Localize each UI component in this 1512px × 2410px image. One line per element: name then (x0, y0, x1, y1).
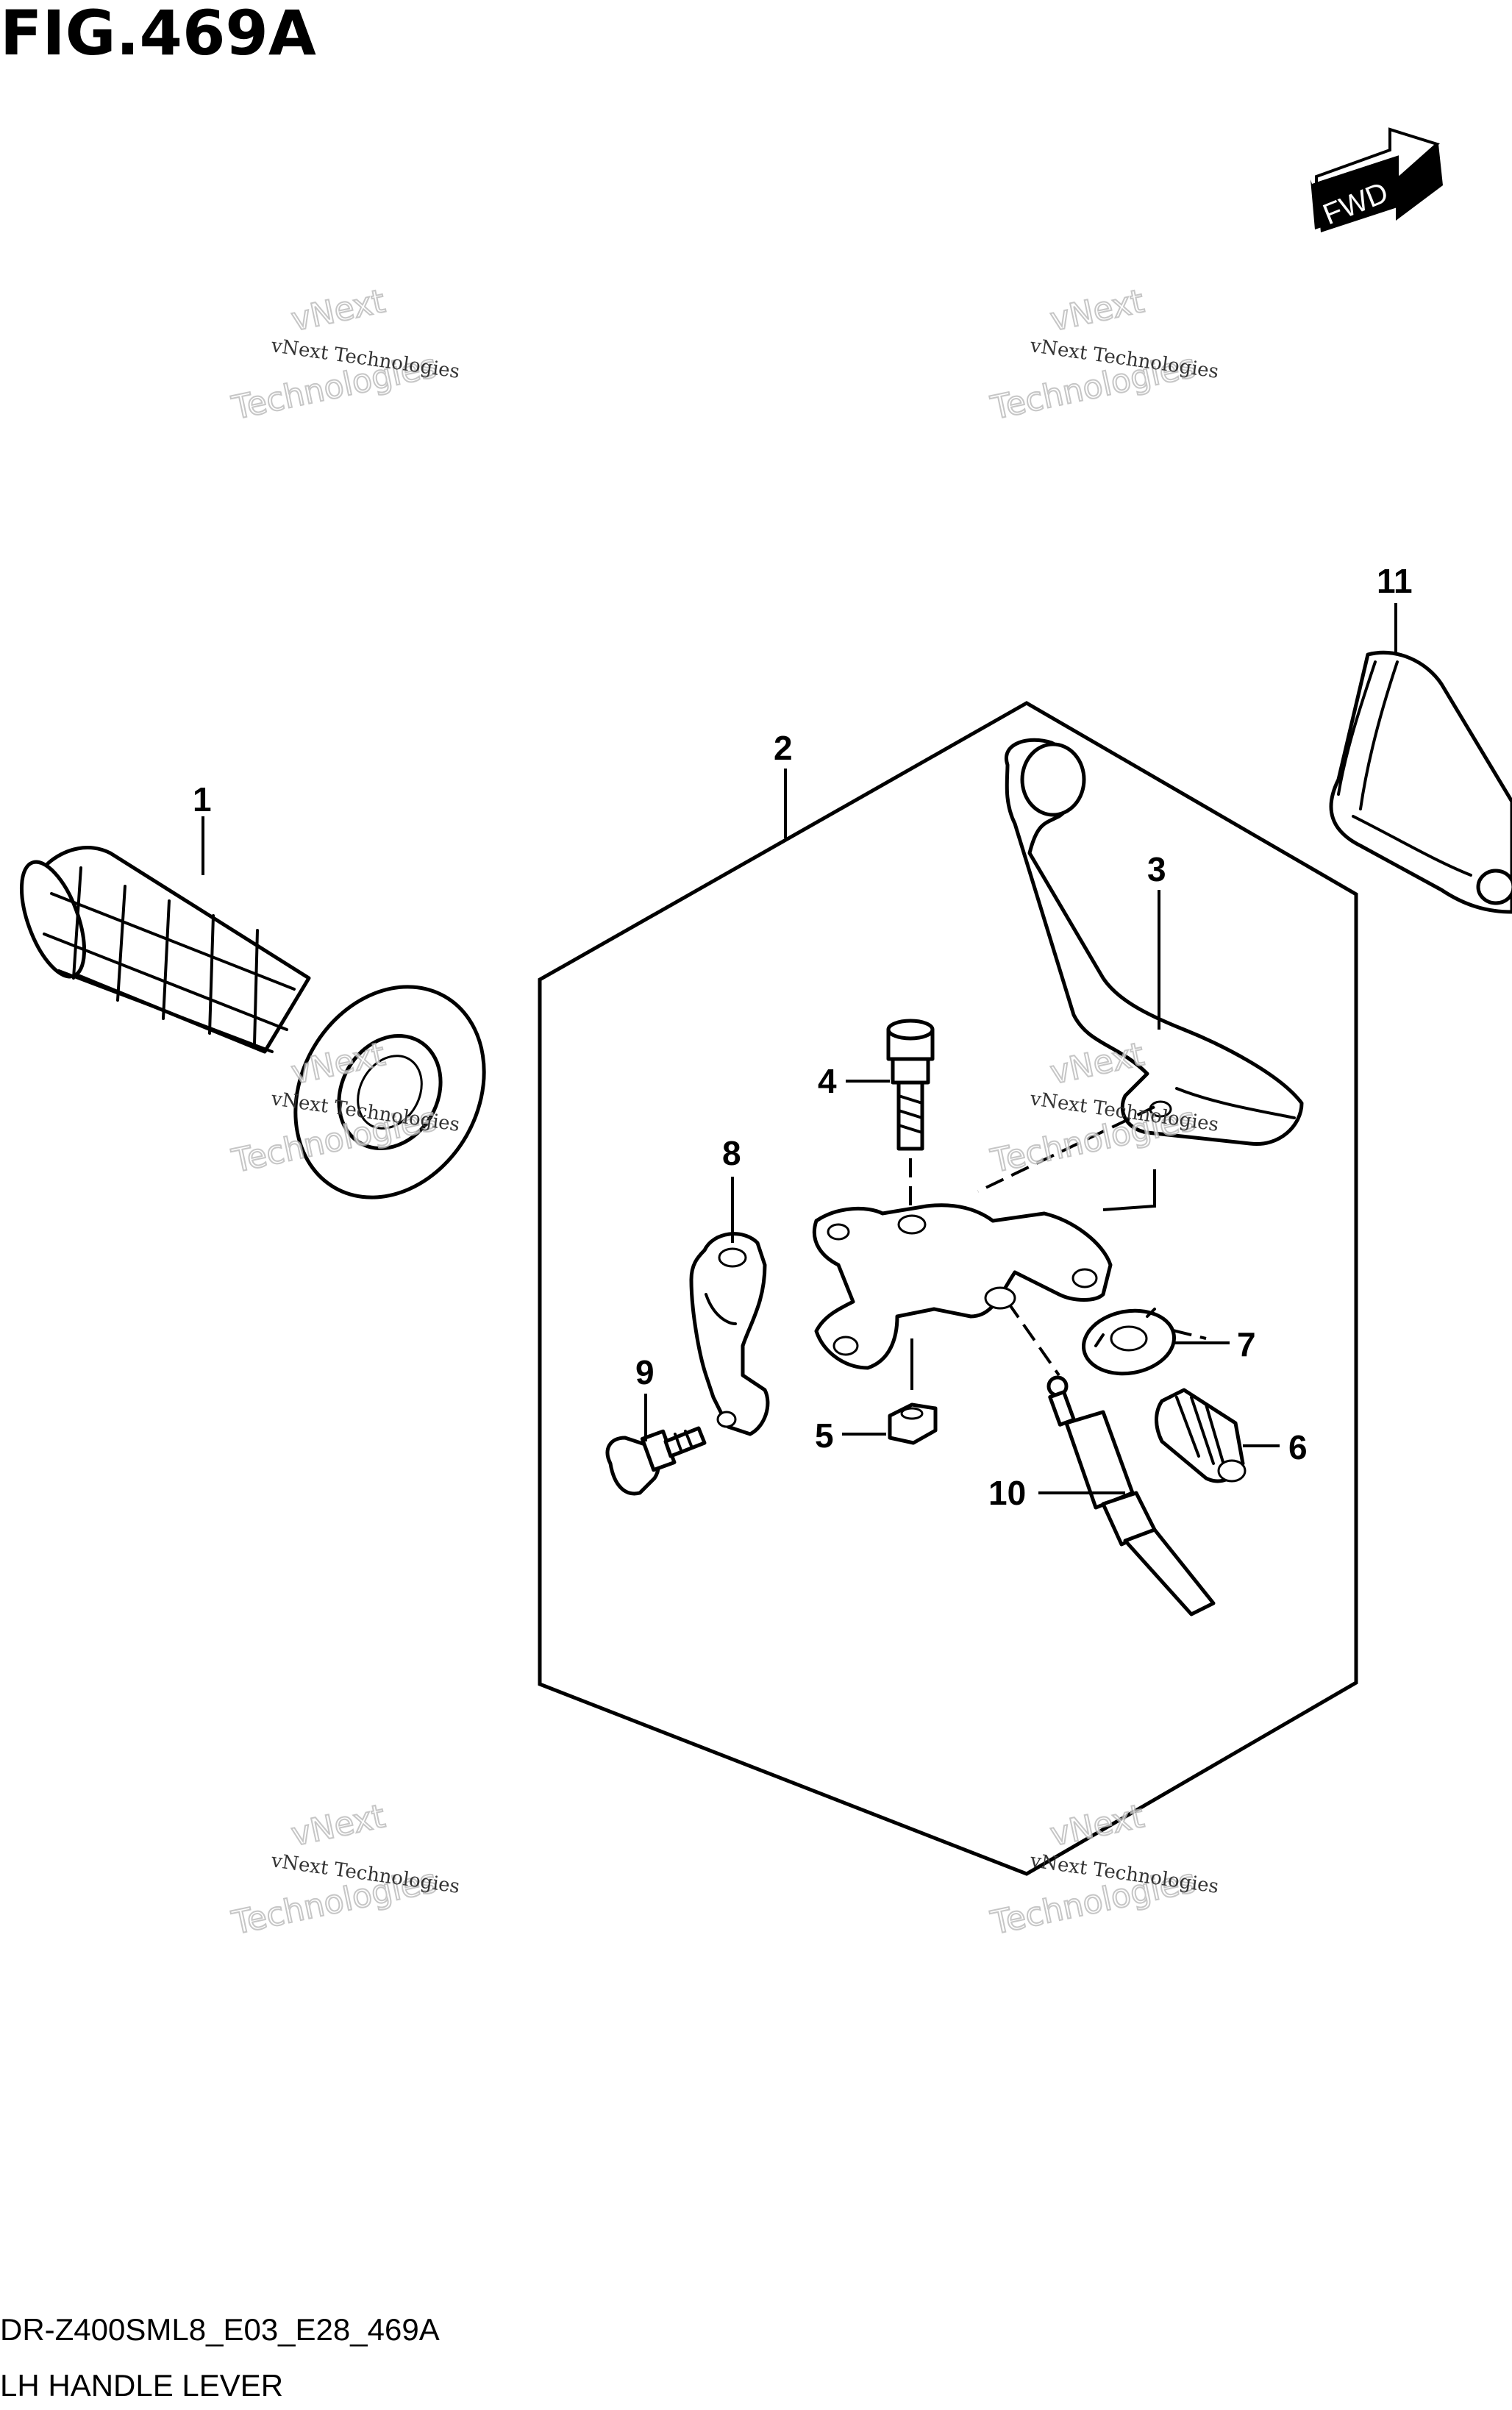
watermark-bottom-left: vNext Technologies vNext Technologies (228, 1797, 461, 1943)
adjuster-part-6 (1155, 1388, 1247, 1483)
clamp-bolt-part-9 (605, 1426, 707, 1496)
callout-8: 8 (722, 1134, 741, 1172)
cable-part-10 (1046, 1375, 1216, 1616)
leader-5 (842, 1338, 913, 1436)
section-name: LH HANDLE LEVER (0, 2368, 283, 2403)
grip-part-1 (19, 846, 486, 1199)
model-code: DR-Z400SML8_E03_E28_469A (0, 2312, 440, 2347)
nut-part-5 (888, 1402, 938, 1445)
callout-6: 6 (1288, 1428, 1308, 1466)
svg-text:vNext: vNext (288, 1797, 388, 1854)
cover-part-11 (1329, 650, 1512, 914)
clamp-holder-part-8 (689, 1232, 770, 1436)
callout-11: 11 (1377, 562, 1413, 600)
lever-holder-bracket (812, 1203, 1113, 1370)
callout-9: 9 (635, 1353, 655, 1391)
callout-10: 10 (988, 1474, 1026, 1512)
kit-boundary-part-2 (538, 701, 1358, 1876)
callout-4: 4 (818, 1062, 837, 1100)
watermark-top-right: vNext Technologies vNext Technologies (987, 282, 1220, 428)
watermark-bottom-right: vNext Technologies vNext Technologies (987, 1797, 1220, 1943)
callout-3: 3 (1147, 850, 1166, 888)
svg-text:vNext: vNext (1047, 282, 1147, 339)
lever-part-3 (1004, 738, 1304, 1147)
pivot-bolt-part-4 (886, 1019, 935, 1151)
svg-text:vNext: vNext (1047, 1035, 1147, 1092)
callout-7: 7 (1237, 1325, 1256, 1363)
svg-text:vNext: vNext (288, 282, 388, 339)
forward-arrow-icon: FWD (1310, 127, 1443, 232)
svg-text:vNext: vNext (1047, 1797, 1147, 1854)
callout-2: 2 (774, 729, 793, 767)
callout-5: 5 (815, 1416, 834, 1455)
callout-1: 1 (193, 780, 212, 819)
figure-title: FIG.469A (0, 0, 316, 69)
locknut-part-7 (1082, 1308, 1176, 1376)
watermark-top-left: vNext Technologies vNext Technologies (228, 282, 461, 428)
